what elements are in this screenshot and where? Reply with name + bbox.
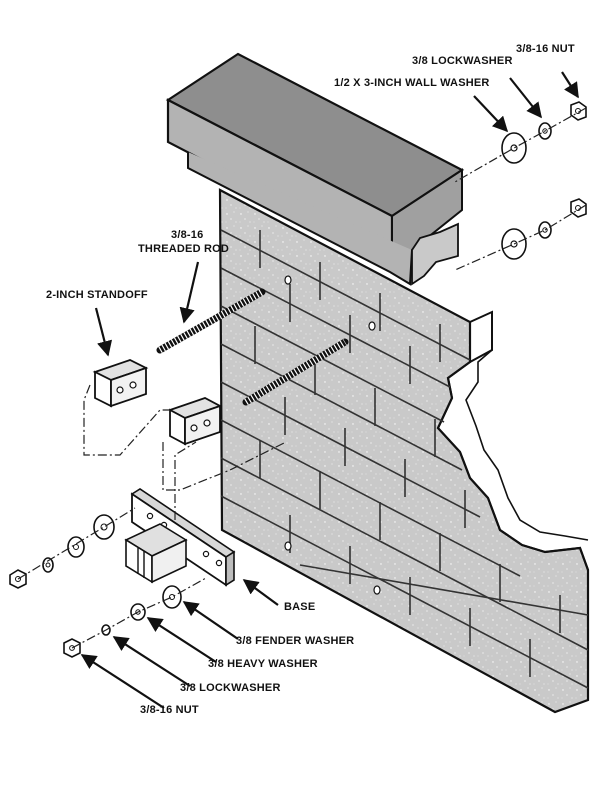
label-rod-line1: 3/8-16 — [171, 229, 203, 241]
left-hardware — [9, 514, 115, 589]
label-base: BASE — [284, 601, 315, 613]
top-hardware — [501, 101, 587, 260]
leader-arrows — [80, 71, 579, 709]
label-rod-line2: THREADED ROD — [138, 243, 229, 255]
label-bottom-nut: 3/8-16 NUT — [140, 704, 199, 716]
threaded-rod-upper — [156, 288, 266, 354]
label-top-nut: 3/8-16 NUT — [516, 43, 575, 55]
threaded-rod-lower — [242, 338, 349, 406]
label-heavy-washer: 3/8 HEAVY WASHER — [208, 658, 318, 670]
standoff-upper — [92, 359, 149, 408]
mortar-lines — [220, 229, 589, 689]
label-standoff: 2-INCH STANDOFF — [46, 289, 148, 301]
brick-wall — [218, 188, 590, 714]
labels: 3/8-16 NUT 3/8 LOCKWASHER 1/2 X 3-INCH W… — [46, 43, 575, 716]
label-bottom-lockwasher: 3/8 LOCKWASHER — [180, 682, 281, 694]
base-bracket — [124, 488, 236, 587]
label-wall-washer: 1/2 X 3-INCH WALL WASHER — [334, 77, 490, 89]
wall-coping-cap — [165, 52, 465, 286]
bottom-hardware — [63, 585, 182, 658]
label-top-lockwasher: 3/8 LOCKWASHER — [412, 55, 513, 67]
assembly-lines — [17, 107, 587, 649]
standoff-lower — [167, 397, 223, 446]
label-fender-washer: 3/8 FENDER WASHER — [236, 635, 354, 647]
